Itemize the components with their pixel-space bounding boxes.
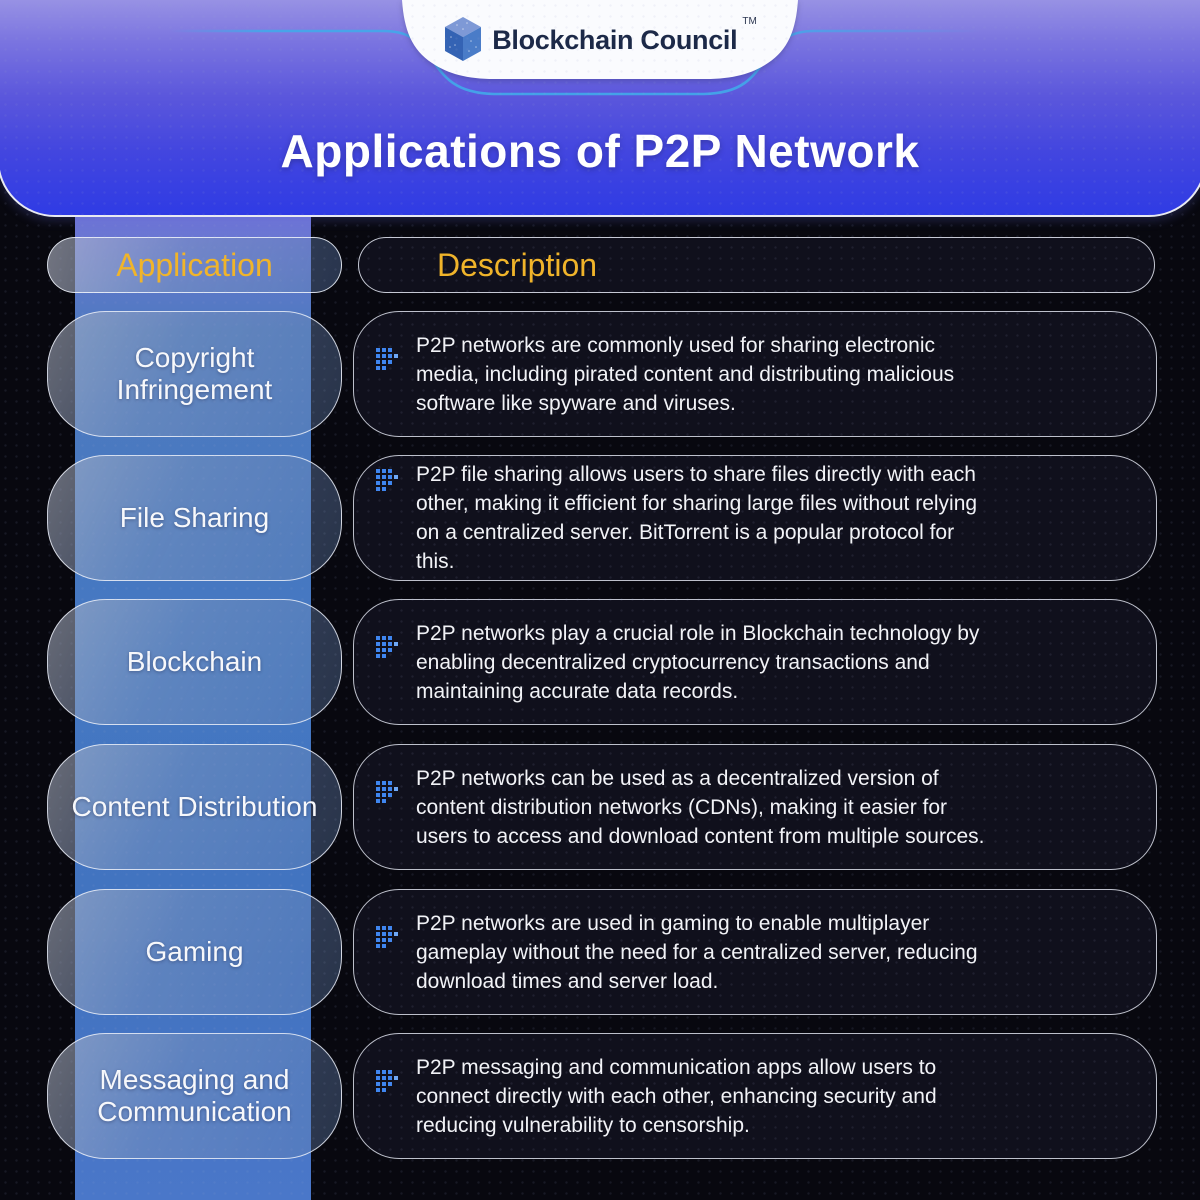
description-text: P2P messaging and communication apps all… <box>416 1055 937 1137</box>
application-label: Content Distribution <box>71 790 318 822</box>
brand-name: Blockchain Council <box>492 24 738 55</box>
application-label: File Sharing <box>119 501 270 533</box>
description-box: P2P file sharing allows users to share f… <box>353 455 1157 581</box>
description-box: P2P networks can be used as a decentrali… <box>353 744 1157 870</box>
description-text: P2P networks are commonly used for shari… <box>416 333 955 415</box>
description-text: P2P networks can be used as a decentrali… <box>416 766 985 848</box>
brand-trademark: TM <box>742 16 757 27</box>
table-row: File Sharing P2P file sharing allows use… <box>0 455 1200 581</box>
description-box: P2P networks are commonly used for shari… <box>353 311 1157 437</box>
description-column-header: Description <box>358 237 1155 293</box>
description-box: P2P messaging and communication apps all… <box>353 1033 1157 1159</box>
application-pill: Copyright Infringement <box>47 311 342 437</box>
table-row: Blockchain P2P networks play a crucial r… <box>0 599 1200 725</box>
description-box: P2P networks are used in gaming to enabl… <box>353 889 1157 1015</box>
brand-logo: Blockchain Council TM <box>402 6 798 74</box>
application-pill: Messaging and Communication <box>47 1033 342 1159</box>
application-label: Blockchain <box>126 645 263 677</box>
dotted-arrow-icon <box>376 636 380 640</box>
application-pill: Blockchain <box>47 599 342 725</box>
dotted-arrow-icon <box>376 1070 380 1074</box>
dotted-arrow-icon <box>376 348 380 352</box>
application-pill: File Sharing <box>47 455 342 581</box>
table-row: Messaging and Communication P2P messagin… <box>0 1033 1200 1159</box>
table-row: Content Distribution P2P networks can be… <box>0 744 1200 870</box>
application-label: Gaming <box>145 935 244 967</box>
description-box: P2P networks play a crucial role in Bloc… <box>353 599 1157 725</box>
application-column-header: Application <box>47 237 342 293</box>
application-label: Copyright Infringement <box>116 341 273 405</box>
dotted-arrow-icon <box>376 926 380 930</box>
description-text: P2P networks play a crucial role in Bloc… <box>416 621 980 703</box>
cube-logo-icon <box>445 17 482 61</box>
page-title: Applications of P2P Network <box>280 125 920 177</box>
description-text: P2P networks are used in gaming to enabl… <box>416 911 978 993</box>
dotted-arrow-icon <box>376 781 380 785</box>
application-pill: Content Distribution <box>47 744 342 870</box>
application-label: Messaging and Communication <box>97 1063 292 1127</box>
dotted-arrow-icon <box>376 469 380 473</box>
description-text: P2P file sharing allows users to share f… <box>416 463 978 573</box>
application-pill: Gaming <box>47 889 342 1015</box>
application-header-label: Application <box>116 246 273 283</box>
table-row: Gaming P2P networks are used in gaming t… <box>0 889 1200 1015</box>
description-header-label: Description <box>437 246 598 283</box>
table-row: Copyright Infringement P2P networks are … <box>0 311 1200 437</box>
